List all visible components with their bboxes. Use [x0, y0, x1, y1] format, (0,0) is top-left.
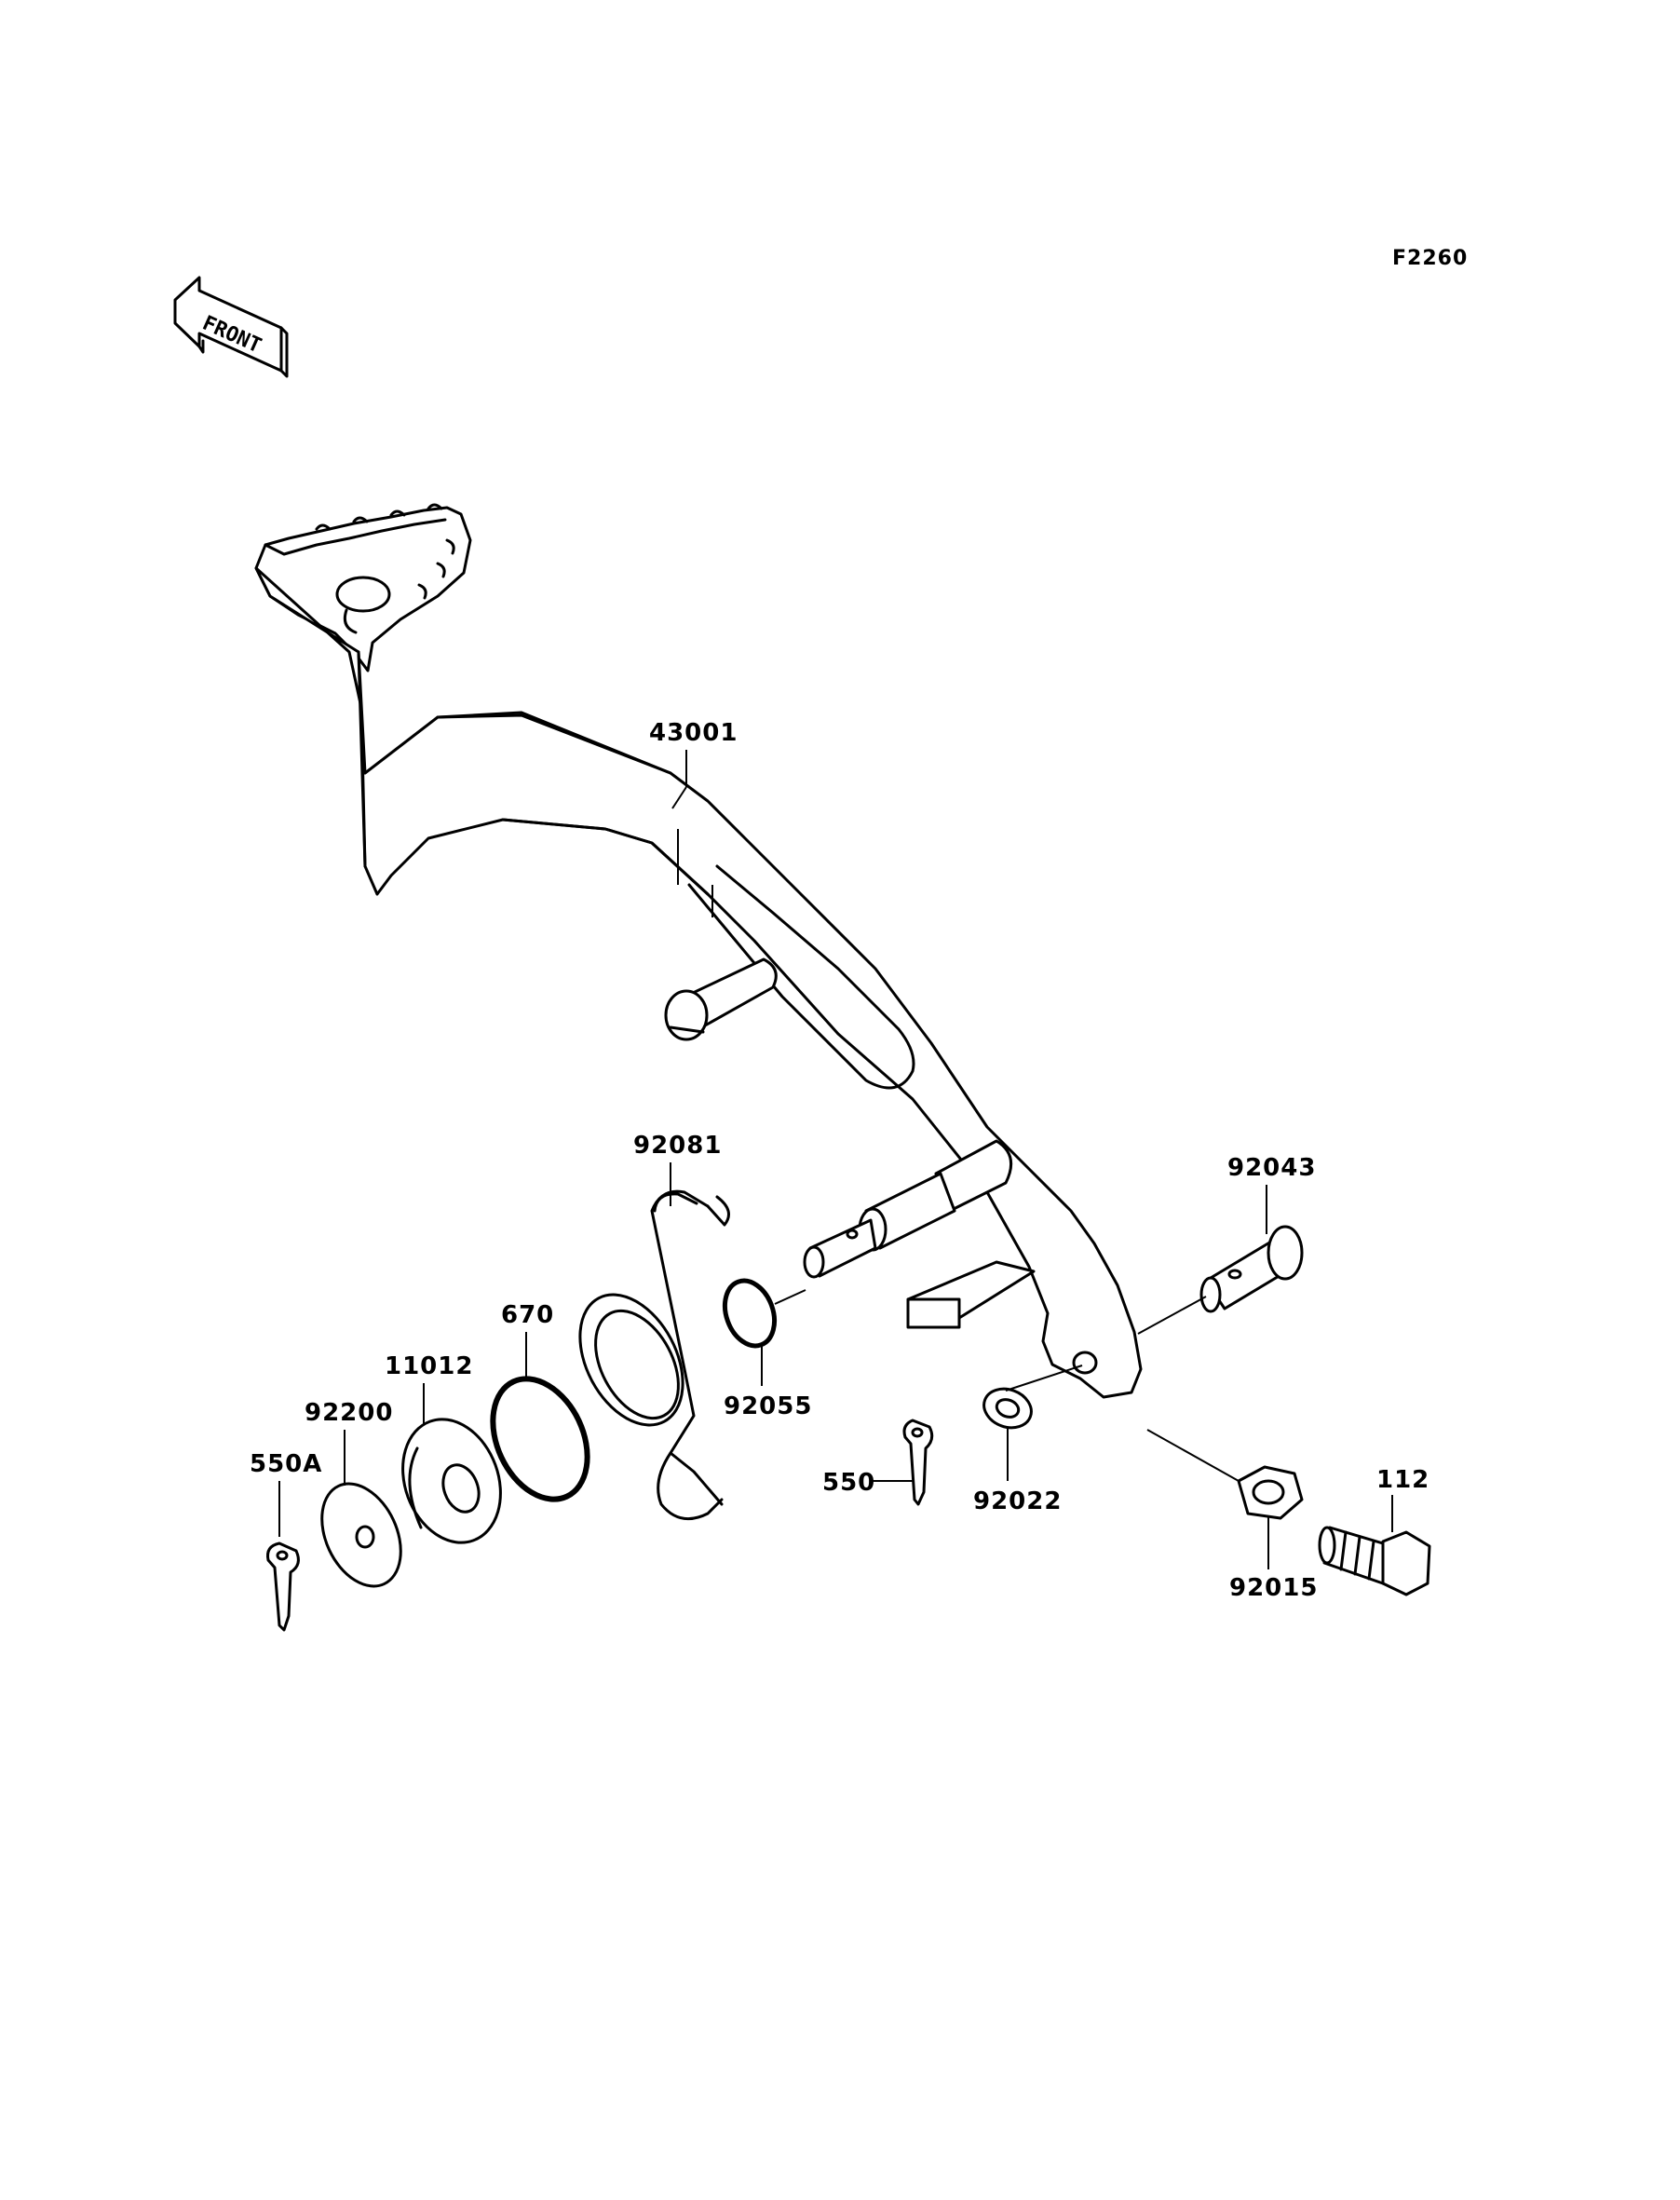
cotter-pin-550	[902, 1419, 934, 1506]
bolt-112	[1318, 1526, 1431, 1596]
seal-670	[490, 1376, 590, 1502]
cotter-pin-550A	[266, 1541, 300, 1632]
label-550: 550	[822, 1469, 875, 1497]
front-arrow-icon: FRONT	[173, 276, 289, 378]
clevis-pin-92043	[1199, 1225, 1304, 1313]
spring-coil	[578, 1293, 684, 1427]
label-92200: 92200	[305, 1399, 393, 1427]
label-670: 670	[501, 1301, 554, 1329]
washer-92200	[320, 1482, 402, 1588]
label-92015: 92015	[1229, 1574, 1318, 1602]
label-112: 112	[1376, 1466, 1429, 1494]
label-92043: 92043	[1227, 1154, 1316, 1182]
figure-code: F2260	[1392, 247, 1468, 270]
brake-pedal-43001	[254, 503, 1143, 1399]
label-11012: 11012	[385, 1352, 473, 1380]
label-43001: 43001	[649, 719, 738, 747]
return-spring-92081	[650, 1189, 730, 1521]
nut-92015	[1237, 1465, 1304, 1520]
o-ring-92055	[722, 1278, 806, 1349]
label-92081: 92081	[633, 1132, 722, 1160]
washer-92022	[982, 1387, 1033, 1430]
washer-11012	[401, 1418, 502, 1544]
leader-lines	[278, 750, 1393, 1569]
label-92055: 92055	[724, 1392, 812, 1420]
label-92022: 92022	[973, 1487, 1062, 1515]
label-550A: 550A	[250, 1450, 322, 1478]
